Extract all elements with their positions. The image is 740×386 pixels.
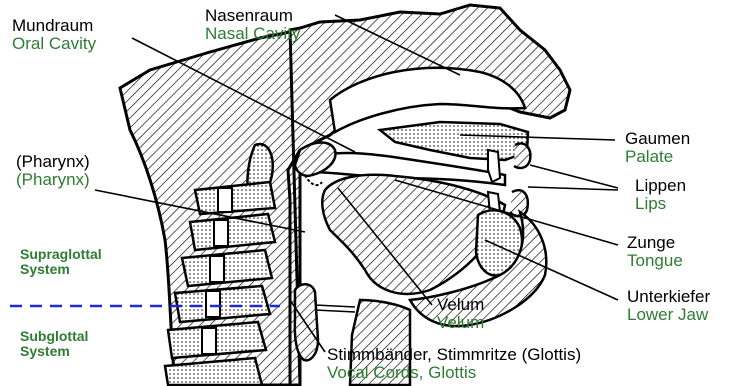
zone-supraglottal: Supraglottal System — [20, 247, 150, 276]
label-zunge-de: Zunge — [627, 234, 683, 252]
label-stimmbaender-en: Vocal Cords, Glottis — [327, 364, 581, 382]
label-gaumen: Gaumen Palate — [625, 130, 690, 166]
label-lippen-en: Lips — [635, 195, 686, 213]
epiglottis — [295, 284, 318, 360]
label-unterkiefer-en: Lower Jaw — [627, 306, 710, 324]
label-mundraum-en: Oral Cavity — [12, 35, 96, 53]
label-stimmbaender: Stimmbänder, Stimmritze (Glottis) Vocal … — [327, 346, 581, 382]
label-gaumen-de: Gaumen — [625, 130, 690, 148]
label-zunge: Zunge Tongue — [627, 234, 683, 270]
label-mundraum: Mundraum Oral Cavity — [12, 17, 96, 53]
label-velum-de: Velum — [437, 296, 484, 314]
label-nasenraum-de: Nasenraum — [205, 7, 300, 25]
label-lippen-de: Lippen — [635, 177, 686, 195]
label-unterkiefer: Unterkiefer Lower Jaw — [627, 288, 710, 324]
label-zunge-en: Tongue — [627, 252, 683, 270]
label-gaumen-en: Palate — [625, 148, 690, 166]
label-lippen: Lippen Lips — [635, 177, 686, 213]
label-mundraum-de: Mundraum — [12, 17, 96, 35]
upper-lip — [514, 143, 530, 168]
zone-supraglottal-label: Supraglottal System — [20, 247, 130, 276]
label-stimmbaender-de: Stimmbänder, Stimmritze (Glottis) — [327, 346, 581, 364]
vocal-cords — [315, 305, 355, 312]
label-nasenraum: Nasenraum Nasal Cavity — [205, 7, 300, 43]
label-nasenraum-en: Nasal Cavity — [205, 25, 300, 43]
upper-teeth — [488, 150, 500, 182]
palate — [380, 122, 528, 160]
zone-subglottal-label: Subglottal System — [20, 329, 130, 358]
zone-subglottal: Subglottal System — [20, 329, 150, 358]
label-pharynx-en: (Pharynx) — [16, 171, 90, 189]
label-unterkiefer-de: Unterkiefer — [627, 288, 710, 306]
label-pharynx-de: (Pharynx) — [16, 153, 90, 171]
label-pharynx: (Pharynx) (Pharynx) — [16, 153, 90, 189]
label-velum-en: Velum — [437, 314, 484, 332]
label-velum: Velum Velum — [437, 296, 484, 332]
